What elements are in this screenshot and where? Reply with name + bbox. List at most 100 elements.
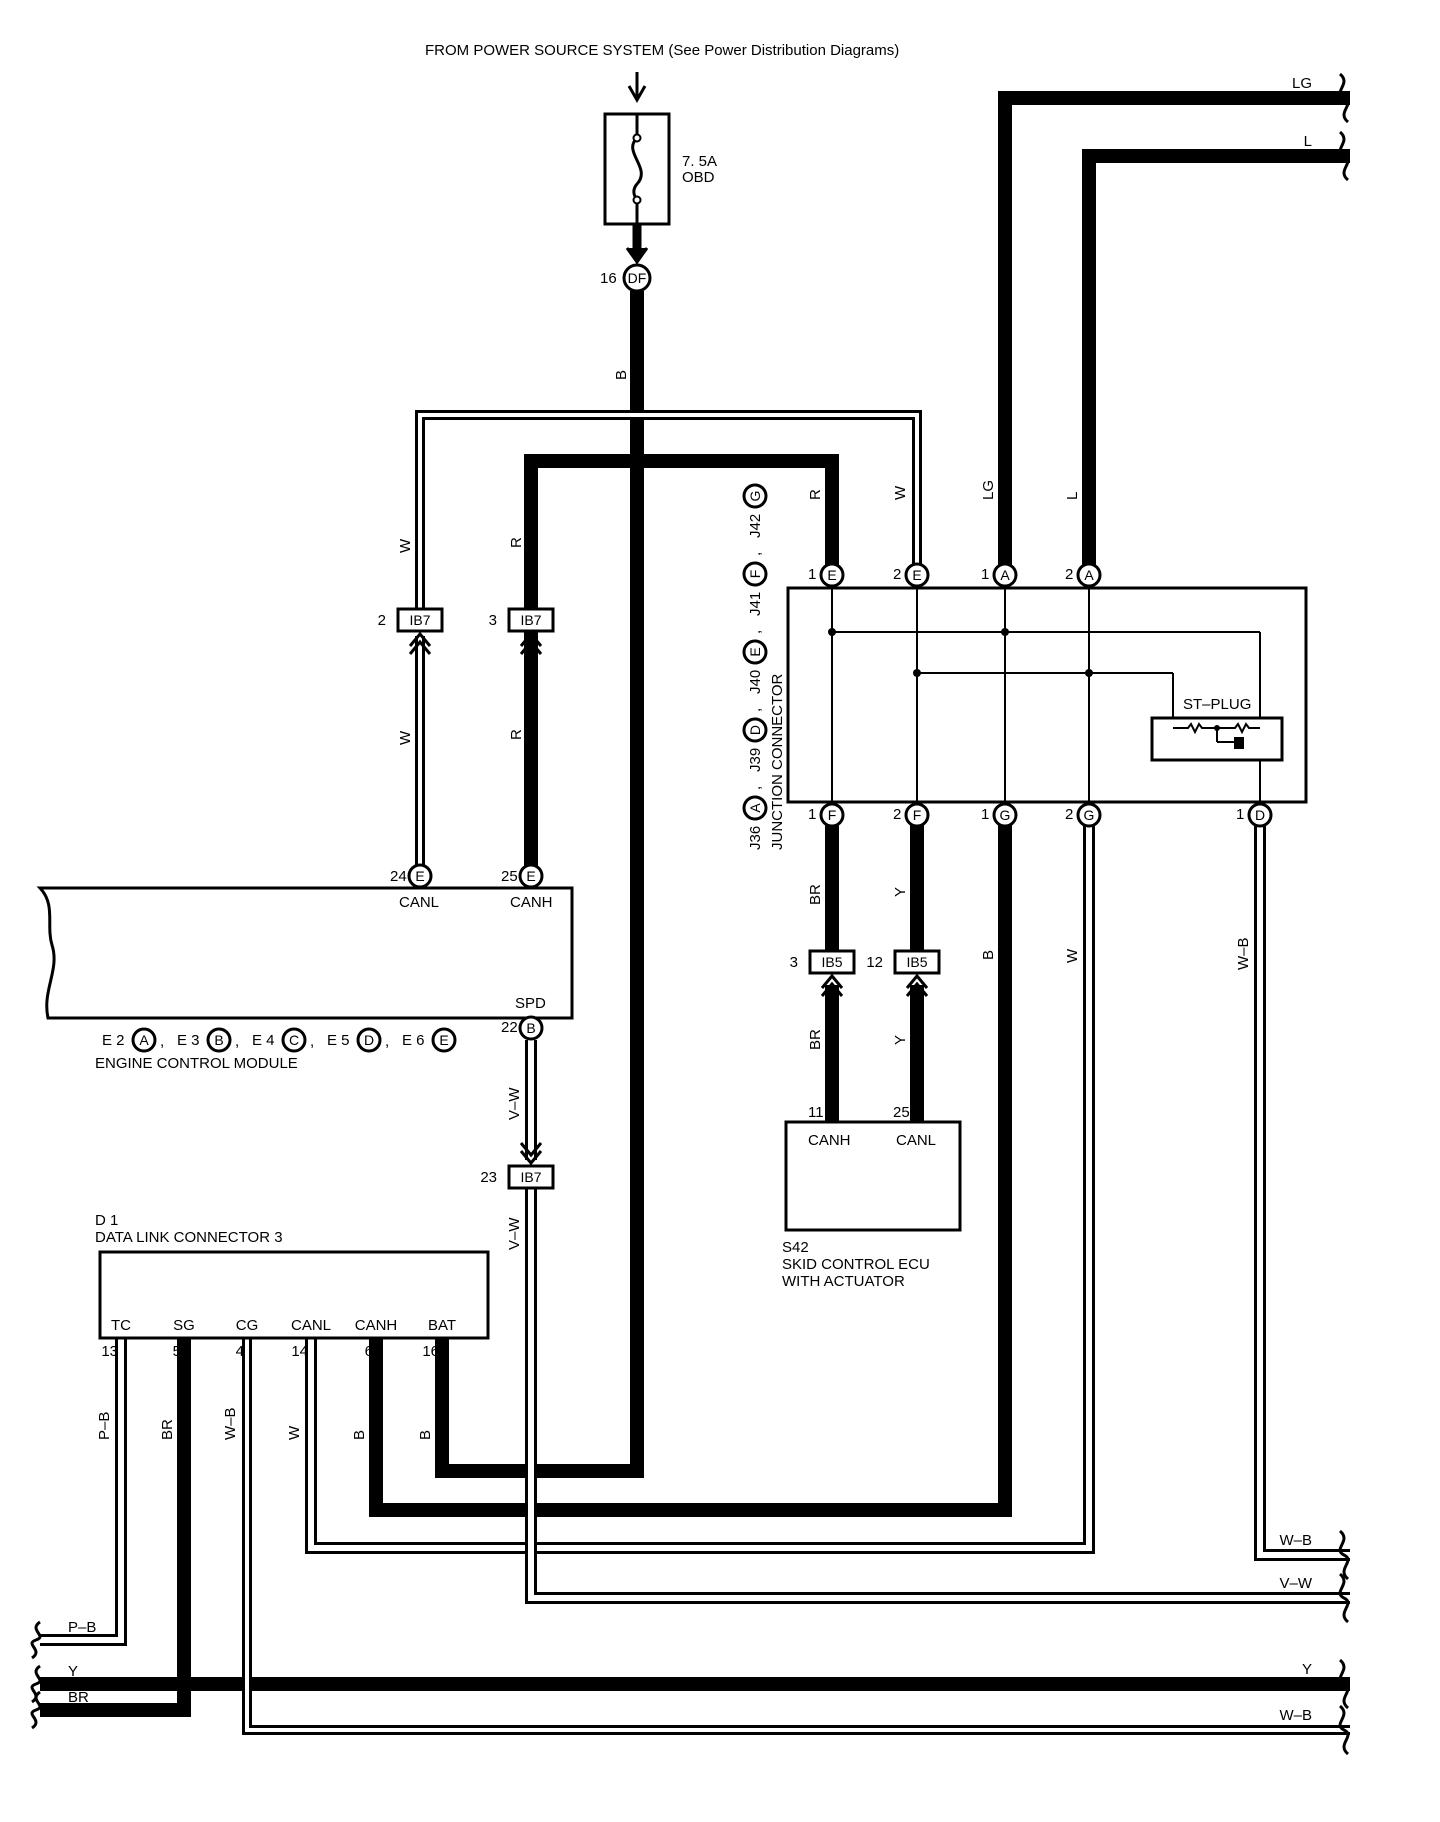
jc-top-pin-connector: [1076, 562, 1102, 588]
jc-top-pin-connector: [819, 562, 845, 588]
edge-wire-label: Y: [68, 1663, 78, 1680]
ecm-code-separator: ,: [385, 1033, 389, 1050]
power-source-label: FROM POWER SOURCE SYSTEM (See Power Dist…: [425, 42, 899, 59]
dlc-wire-color: B: [417, 1430, 434, 1440]
wire-color-label: L: [1064, 492, 1081, 500]
wire-break-icon: [1338, 130, 1350, 182]
jc-bottom-pin-number: 1: [1236, 806, 1244, 823]
dlc-pin-label: BAT: [428, 1317, 456, 1334]
jc-bottom-pin-connector-letter: F: [913, 807, 922, 823]
ecm-pin-label: CANH: [510, 894, 553, 911]
inline-connector: [507, 607, 555, 633]
inline-connector-pin: 12: [866, 954, 883, 971]
inline-connector: [507, 1164, 555, 1190]
jc-code-id: J41: [747, 592, 764, 616]
jc-bottom-pin-number: 1: [808, 806, 816, 823]
wire-break-icon: [1338, 72, 1350, 124]
jc-bottom-pin-connector: [1076, 802, 1102, 828]
skid-ecu-box: [784, 1120, 962, 1232]
wire-color-label: V–W: [506, 1217, 523, 1250]
ecm-code-separator: ,: [310, 1033, 314, 1050]
jc-code-separator: ,: [747, 786, 764, 790]
ecm-code-connector: [356, 1027, 382, 1053]
junction-connector-title: JUNCTION CONNECTOR: [769, 673, 786, 850]
edge-wire-label: Y: [1302, 1661, 1312, 1678]
jc-code-connector-letter: D: [747, 725, 763, 735]
jc-top-pin-number: 2: [1065, 566, 1073, 583]
jc-code-connector: [742, 639, 768, 665]
wire-color-label: Y: [892, 887, 909, 897]
ecm-code-connector: [431, 1027, 457, 1053]
jc-top-pin-connector-letter: A: [1000, 567, 1010, 583]
jc-code-connector: [742, 795, 768, 821]
ecm-pin-connector-letter: E: [526, 868, 535, 884]
fuse-amp: 7. 5A: [682, 153, 717, 170]
inline-connector: [396, 607, 444, 633]
jc-bottom-pin-connector: [1247, 802, 1273, 828]
edge-wire-label: L: [1304, 133, 1312, 150]
jc-code-separator: ,: [747, 708, 764, 712]
skid-pin-canh-number: 11: [808, 1104, 824, 1121]
wire-break-icon: [1338, 1704, 1350, 1756]
ecm-code-connector: [281, 1027, 307, 1053]
dlc-pin-number: 5: [173, 1343, 181, 1360]
jc-top-pin-number: 2: [893, 566, 901, 583]
dlc-title: DATA LINK CONNECTOR 3: [95, 1229, 283, 1246]
wire-color-label: W: [397, 730, 414, 745]
dlc-wire-color: BR: [159, 1419, 176, 1440]
dlc-pin-number: 16: [422, 1343, 439, 1360]
dlc-pin-number: 6: [365, 1343, 373, 1360]
dlc-wire-color: W–B: [222, 1407, 239, 1440]
ecm-code-connector-letter: C: [289, 1032, 299, 1048]
dlc-code: D 1: [95, 1212, 118, 1229]
ecm-pin-label: CANL: [399, 894, 439, 911]
dlc-pin-label: CG: [236, 1317, 259, 1334]
inline-connector-label: IB7: [520, 1169, 541, 1185]
dlc-pin-number: 13: [101, 1343, 118, 1360]
jc-code-id: J36: [747, 826, 764, 850]
skid-title-line1: SKID CONTROL ECU: [782, 1256, 930, 1273]
st-plug-label: ST–PLUG: [1183, 696, 1251, 713]
ecm-code-connector-letter: B: [214, 1032, 223, 1048]
jc-bottom-pin-number: 1: [981, 806, 989, 823]
wire-color-label: W: [397, 538, 414, 553]
jc-code-separator: ,: [747, 552, 764, 556]
inline-connector-label: IB5: [821, 954, 842, 970]
jc-top-pin-number: 1: [981, 566, 989, 583]
dlc-pin-number: 14: [291, 1343, 308, 1360]
skid-pin-canl-label: CANL: [896, 1132, 936, 1149]
jc-bottom-pin-connector-letter: D: [1255, 807, 1265, 823]
wire-break-icon: [30, 1620, 42, 1660]
wire-color-label: B: [980, 950, 997, 960]
jc-code-id: J39: [747, 748, 764, 772]
wire-color-label: R: [807, 489, 824, 500]
dlc-box: [98, 1250, 490, 1340]
jc-top-pin-connector-letter: E: [827, 567, 836, 583]
edge-wire-label: V–W: [1279, 1575, 1312, 1592]
dlc-pin-label: CANL: [291, 1317, 331, 1334]
edge-wire-label: P–B: [68, 1619, 96, 1636]
jc-bottom-pin-connector-letter: F: [828, 807, 837, 823]
wire-color-label: Y: [892, 1035, 909, 1045]
connector-arrow-icon: [519, 1142, 543, 1166]
inline-connector-pin: 3: [790, 954, 798, 971]
jc-bottom-pin-connector: [992, 802, 1018, 828]
wire-color-label: BR: [807, 1029, 824, 1050]
wire-color-label: V–W: [506, 1087, 523, 1120]
wire-color-label: R: [508, 537, 525, 548]
fuse-name: OBD: [682, 169, 715, 186]
jc-bottom-pin-connector-letter: G: [1000, 807, 1011, 823]
ecm-code-connector: [206, 1027, 232, 1053]
skid-pin-canh-label: CANH: [808, 1132, 851, 1149]
ecm-code-id: E 2: [102, 1032, 125, 1049]
junction-connector-box: [786, 586, 1308, 804]
connector-arrow-icon: [820, 973, 844, 997]
dlc-pin-label: CANH: [355, 1317, 398, 1334]
connector-arrow-icon: [408, 631, 432, 655]
jc-bottom-pin-connector-letter: G: [1084, 807, 1095, 823]
jc-bottom-pin-connector: [819, 802, 845, 828]
wire-color-label: W–B: [1235, 937, 1252, 970]
wire-color-label: LG: [980, 480, 997, 500]
ecm-pin-number: 22: [501, 1019, 518, 1036]
